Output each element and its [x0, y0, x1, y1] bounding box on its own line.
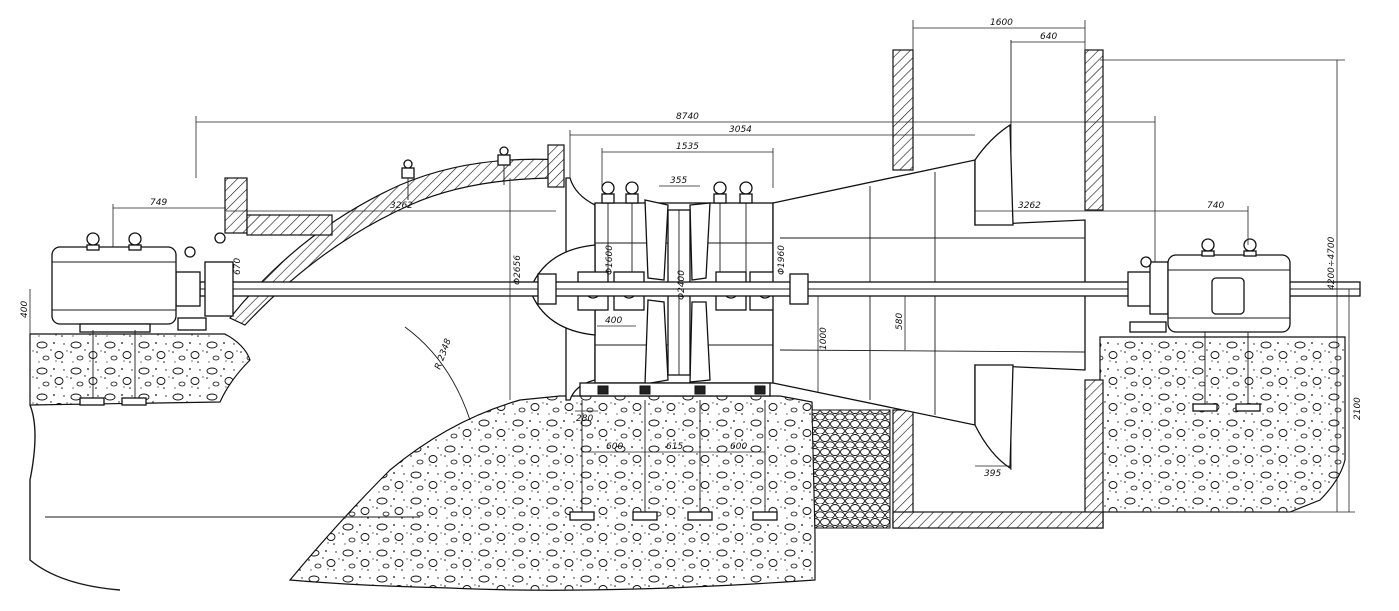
outlet-flare-bottom — [974, 364, 1014, 470]
dim-phi2400: Φ2400 — [677, 270, 687, 300]
left-soil-curve — [29, 404, 121, 591]
dim-400-left: 400 — [20, 301, 30, 318]
left-electric-motor — [51, 232, 226, 406]
central-gravel-foundation — [288, 395, 816, 591]
dim-r2348: R 2348 — [433, 337, 453, 371]
dim-3262-right: 3262 — [1018, 201, 1041, 211]
outlet-flare-top — [974, 123, 1014, 226]
dim-3262-left: 3262 — [390, 201, 413, 211]
right-electric-motor — [1129, 238, 1291, 412]
radius-arc — [404, 326, 471, 421]
suction-pipe-wall — [229, 158, 561, 326]
chamber-right-wall-top — [1084, 49, 1104, 211]
chamber-left-wall-bottom — [892, 409, 914, 529]
dim-749: 749 — [150, 198, 167, 208]
dim-600-left: 600 — [606, 442, 623, 452]
dim-640: 640 — [1040, 32, 1057, 42]
dim-740: 740 — [1207, 201, 1224, 211]
dim-615: 615 — [666, 442, 683, 452]
left-wall-block — [224, 177, 248, 234]
dim-1000: 1000 — [819, 327, 829, 350]
dim-phi1960: Φ1960 — [777, 245, 787, 275]
dim-600-right: 600 — [730, 442, 747, 452]
chamber-left-wall-top — [892, 49, 914, 171]
dimension-lines — [29, 20, 1355, 513]
shaft-couplings — [175, 261, 1169, 317]
dim-1535: 1535 — [676, 142, 699, 152]
dim-2100: 2100 — [1353, 397, 1363, 420]
dim-670: 670 — [233, 258, 243, 275]
pump-base — [579, 382, 771, 397]
dim-355: 355 — [670, 176, 687, 186]
left-support-beam — [246, 214, 333, 236]
dim-580: 580 — [895, 313, 905, 330]
right-ground-foundation — [1099, 336, 1346, 513]
dim-1600: 1600 — [990, 18, 1013, 28]
dim-phi2656: Φ2656 — [513, 255, 523, 285]
suction-pipe-bolts — [401, 146, 511, 200]
dim-280: 280 — [576, 414, 593, 424]
dim-395: 395 — [984, 469, 1001, 479]
dim-4200-4700: 4200÷4700 — [1327, 236, 1337, 290]
chamber-right-wall-bottom — [1084, 379, 1104, 529]
stone-fill — [811, 409, 891, 529]
anchor-bolts — [569, 400, 778, 521]
dim-400-mid: 400 — [605, 316, 622, 326]
dim-3054: 3054 — [729, 125, 752, 135]
left-ground-foundation — [29, 333, 251, 406]
chamber-floor — [892, 511, 1104, 529]
pump-top-valves — [601, 181, 753, 272]
dim-8740: 8740 — [676, 112, 699, 122]
dim-phi1600: Φ1600 — [605, 245, 615, 275]
